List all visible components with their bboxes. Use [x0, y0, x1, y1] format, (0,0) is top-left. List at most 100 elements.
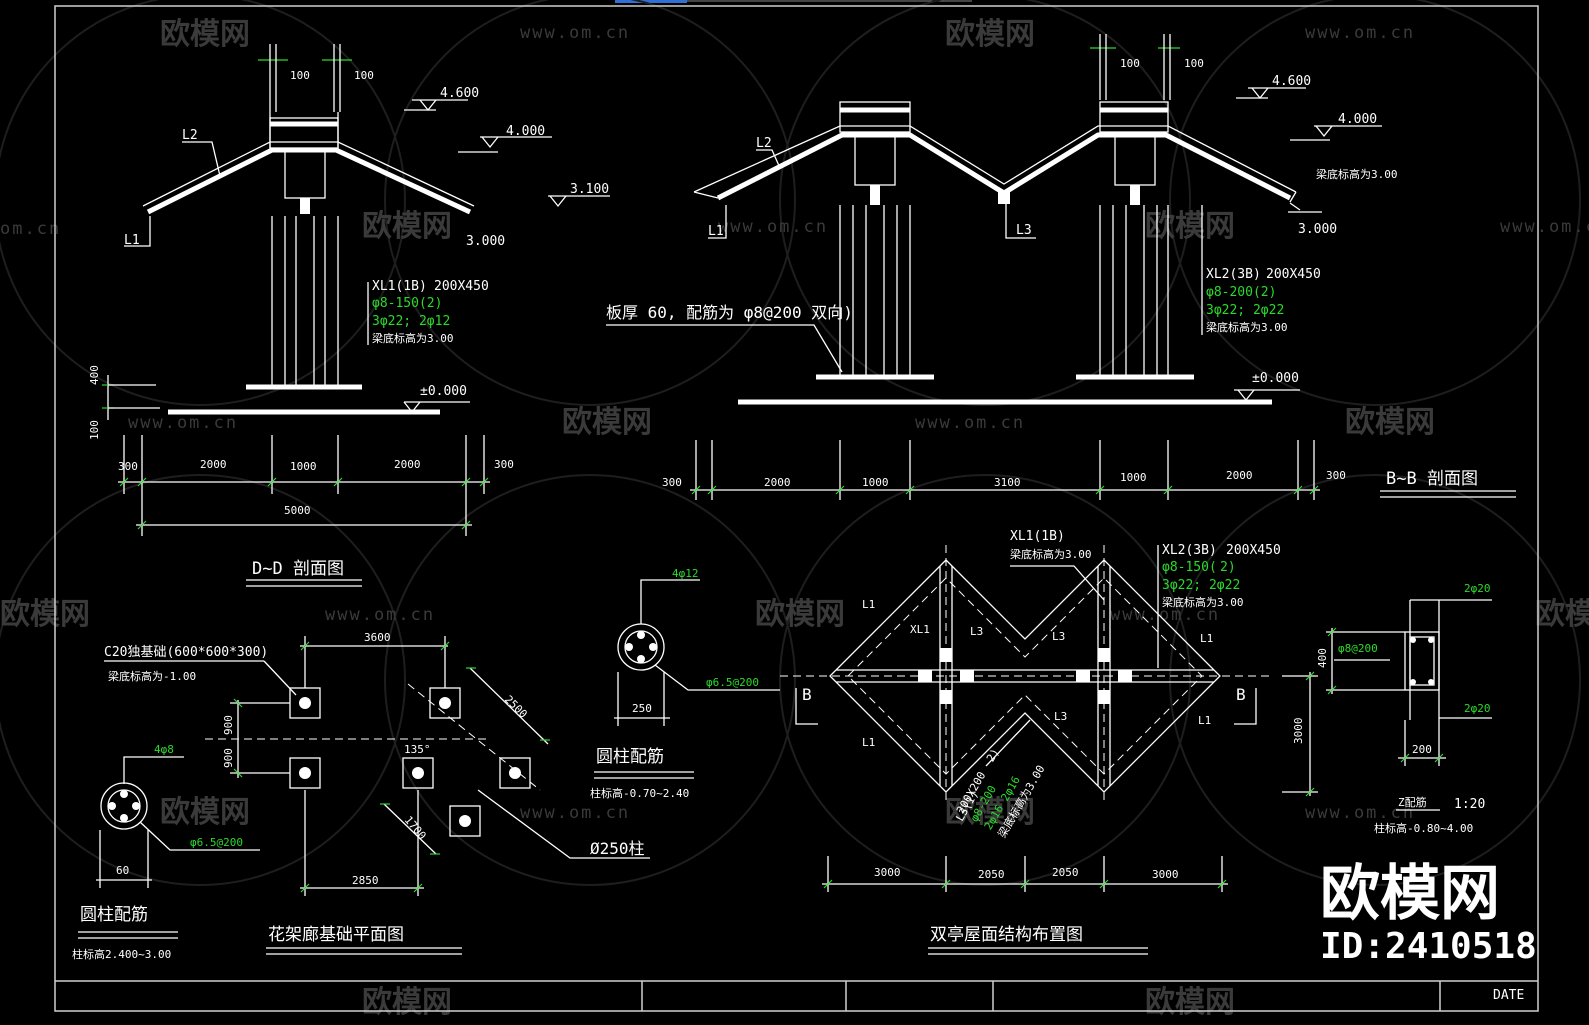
svg-text:梁底标高为-1.00: 梁底标高为-1.00	[108, 669, 196, 683]
slab-note: 板厚 60, 配筋为 φ8@200 双向)	[606, 303, 853, 322]
svg-text:φ8-150(2): φ8-150(2)	[372, 296, 442, 311]
svg-text:L1: L1	[124, 233, 140, 248]
svg-text:200X450: 200X450	[434, 279, 489, 294]
svg-text:XL1(1B): XL1(1B)	[372, 279, 427, 294]
section-bb: 100 100 4.600 4.000 梁底标高为3.00 3.000 ±0.0…	[606, 34, 1516, 500]
svg-text:3000: 3000	[1292, 718, 1305, 745]
svg-text:3000: 3000	[1152, 868, 1179, 881]
column-rebar-detail-2: 4φ12 φ6.5@200 250 圆柱配筋 柱标高-0.70~2.40	[590, 567, 780, 800]
svg-text:300: 300	[1326, 469, 1346, 482]
watermark-brand: 欧模网	[362, 209, 452, 244]
section-dd-title: D~D 剖面图	[252, 559, 344, 579]
svg-text:梁底标高为3.00: 梁底标高为3.00	[1206, 320, 1288, 334]
svg-text:XL1(1B): XL1(1B)	[1010, 529, 1065, 544]
svg-text:4.000: 4.000	[506, 124, 545, 139]
watermark-url: www.om.cn	[1500, 217, 1589, 237]
watermark-url: www.om.cn	[718, 217, 828, 237]
svg-text:3.000: 3.000	[1298, 222, 1337, 237]
drawing-frame: DATE	[54, 5, 1539, 1012]
roof-plan: B B XL1 L1 L3 L3 L3 L1 L1 L1 XL1(1B) 梁底标…	[780, 529, 1281, 955]
svg-text:400: 400	[88, 365, 101, 385]
svg-text:Z配筋: Z配筋	[1398, 795, 1427, 809]
svg-text:3.000: 3.000	[466, 234, 505, 249]
svg-text:±0.000: ±0.000	[1252, 371, 1299, 386]
svg-text:L3: L3	[970, 625, 983, 638]
watermark-brand: 欧模网	[160, 795, 250, 830]
watermark-url: www.om.cn	[1305, 803, 1415, 823]
foundation-title: 花架廊基础平面图	[268, 925, 404, 945]
svg-text:φ6.5@200: φ6.5@200	[190, 836, 243, 849]
svg-text:2φ20: 2φ20	[1464, 702, 1491, 715]
svg-text:L3: L3	[1016, 223, 1032, 238]
watermark-brand: 欧模网	[362, 985, 452, 1020]
watermark-url: www.om.cn	[520, 803, 630, 823]
section-bb-title: B~B 剖面图	[1386, 469, 1478, 489]
corner-logo-id: ID:2410518	[1320, 926, 1537, 967]
svg-text:柱标高-0.70~2.40: 柱标高-0.70~2.40	[590, 786, 689, 800]
svg-text:2000: 2000	[1226, 469, 1253, 482]
svg-text:5000: 5000	[284, 504, 311, 517]
svg-text:3φ22; 2φ12: 3φ22; 2φ12	[372, 314, 450, 329]
svg-text:L2: L2	[756, 136, 772, 151]
svg-text:2φ20: 2φ20	[1464, 582, 1491, 595]
watermark-url: www.om.cn	[325, 605, 435, 625]
svg-text:B: B	[802, 685, 812, 704]
corner-logo: 欧模网 ID:2410518	[1320, 859, 1537, 967]
svg-text:200: 200	[1412, 743, 1432, 756]
svg-text:XL2(3B): XL2(3B)	[1162, 543, 1217, 558]
svg-text:B: B	[1236, 685, 1246, 704]
watermark-brand: 欧模网	[160, 17, 250, 52]
watermark-url: www.om.cn	[915, 413, 1025, 433]
svg-text:4.600: 4.600	[440, 86, 479, 101]
svg-text:100: 100	[1120, 57, 1140, 70]
svg-text:φ8-150(: φ8-150(	[1162, 560, 1217, 575]
column-rebar-detail-1: 4φ8 φ6.5@200 60 圆柱配筋 柱标高2.400~3.00	[72, 743, 260, 961]
svg-text:3100: 3100	[994, 476, 1021, 489]
svg-text:2000: 2000	[764, 476, 791, 489]
active-tab-indicator[interactable]	[615, 0, 687, 3]
svg-text:C20独基础(600*600*300): C20独基础(600*600*300)	[104, 645, 268, 660]
svg-text:200X450: 200X450	[1266, 267, 1321, 282]
svg-text:100: 100	[354, 69, 374, 82]
svg-text:2850: 2850	[352, 874, 379, 887]
watermark-brand: 欧模网	[1145, 985, 1235, 1020]
watermark-url: www.om.cn	[1110, 605, 1220, 625]
svg-text:3600: 3600	[364, 631, 391, 644]
svg-text:梁底标高为3.00: 梁底标高为3.00	[1010, 547, 1092, 561]
svg-text:2): 2)	[984, 746, 1002, 764]
svg-text:300: 300	[118, 460, 138, 473]
svg-text:柱标高2.400~3.00: 柱标高2.400~3.00	[72, 947, 171, 961]
watermark-url-partial: om.cn	[0, 219, 61, 239]
svg-text:4.600: 4.600	[1272, 74, 1311, 89]
svg-text:3φ22; 2φ22: 3φ22; 2φ22	[1162, 578, 1240, 593]
z-section-detail: 2φ20 φ8@200 2φ20 400 200 3000 Z配筋 1:20 柱…	[1282, 582, 1492, 835]
svg-text:梁底标高为3.00: 梁底标高为3.00	[1162, 595, 1244, 609]
corner-logo-brand: 欧模网	[1320, 859, 1500, 929]
svg-text:60: 60	[116, 864, 129, 877]
svg-text:2): 2)	[1220, 560, 1236, 575]
svg-text:1000: 1000	[290, 460, 317, 473]
watermark-brand: 欧模网	[1145, 209, 1235, 244]
svg-text:L1: L1	[708, 224, 724, 239]
section-dd: 100 100 4.600 4.000 3.100 3.000 ±0.000 L…	[88, 44, 610, 587]
svg-text:Ø250柱: Ø250柱	[590, 839, 645, 858]
watermark-brand: 欧模网	[945, 795, 1035, 830]
svg-text:φ6.5@200: φ6.5@200	[706, 676, 759, 689]
svg-text:300: 300	[662, 476, 682, 489]
svg-text:2500: 2500	[502, 693, 530, 721]
svg-text:1000: 1000	[1120, 471, 1147, 484]
svg-text:4φ8: 4φ8	[154, 743, 174, 756]
watermarks: 欧模网 www.om.cn 欧模网 www.om.cn om.cn 欧模网 ww…	[0, 17, 1589, 1020]
svg-text:梁底标高为3.00: 梁底标高为3.00	[372, 331, 454, 345]
svg-text:2050: 2050	[1052, 866, 1079, 879]
svg-text:100: 100	[1184, 57, 1204, 70]
svg-text:L2: L2	[182, 128, 198, 143]
svg-text:4φ12: 4φ12	[672, 567, 699, 580]
svg-text:L3: L3	[1052, 630, 1065, 643]
svg-text:1:20: 1:20	[1454, 797, 1485, 812]
title-block-date-label: DATE	[1493, 988, 1524, 1003]
svg-text:2050: 2050	[978, 868, 1005, 881]
svg-text:XL1: XL1	[910, 623, 930, 636]
svg-text:900: 900	[222, 748, 235, 768]
